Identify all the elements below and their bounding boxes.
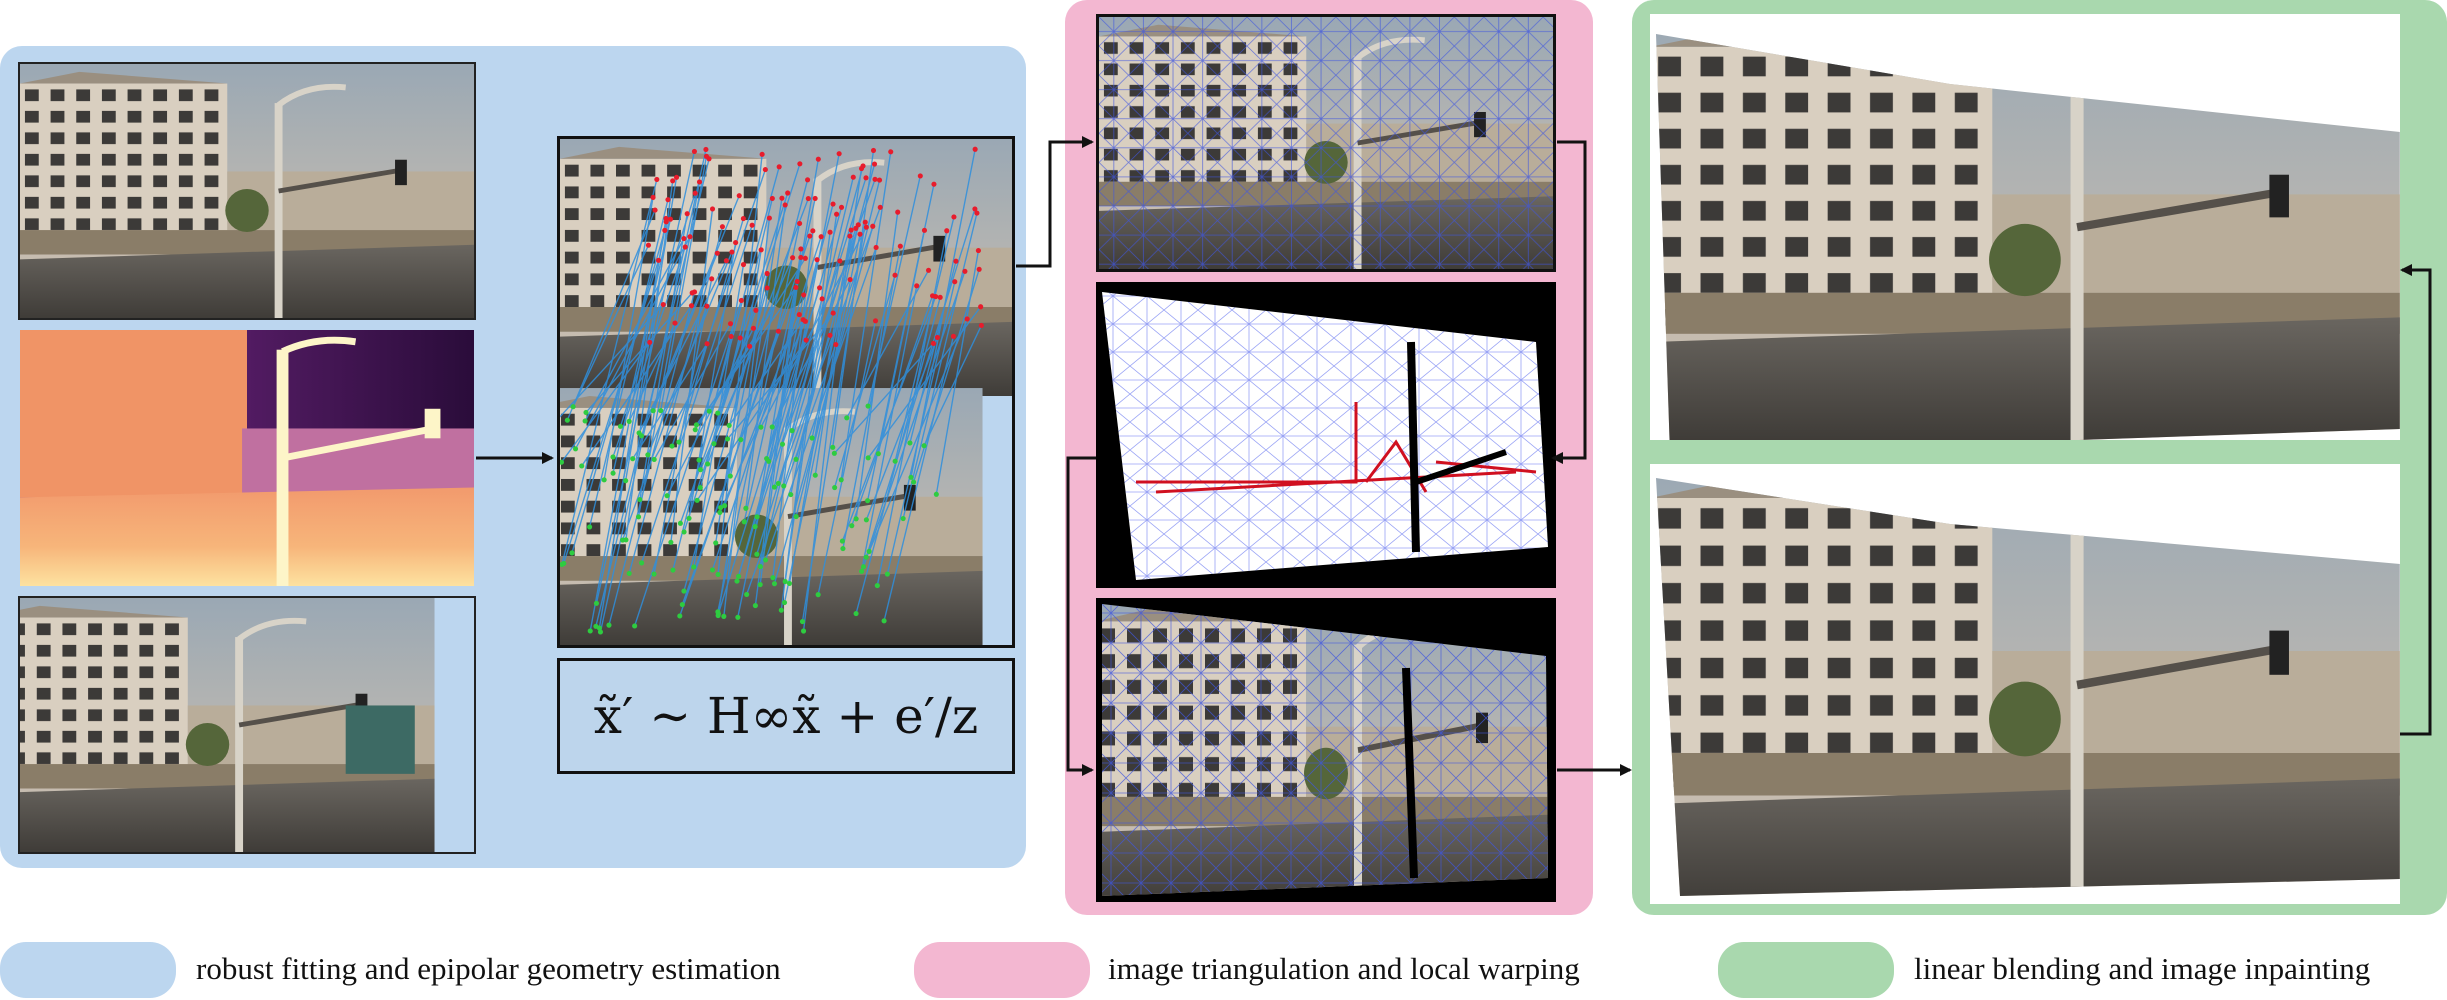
legend-label-pink: image triangulation and local warping: [1108, 951, 1580, 986]
source-view-top: [18, 62, 476, 320]
warped-photo-image-icon: [1096, 598, 1556, 902]
inpainted-panorama-image-icon: [1650, 464, 2400, 904]
legend-swatch-green: [1718, 942, 1894, 998]
warped-photo-mesh: [1096, 598, 1556, 902]
depth-map: [18, 328, 476, 588]
legend-label-green: linear blending and image inpainting: [1914, 951, 2371, 986]
blended-panorama-image-icon: [1650, 14, 2400, 440]
street-scene-photo-icon: [20, 598, 474, 852]
mesh-overlay-image-icon: [1099, 17, 1553, 269]
epipolar-formula-box: x̃′ ∼ H∞x̃ + e′/z: [557, 658, 1015, 774]
legend-swatch-blue: [0, 942, 176, 998]
blended-result: [1650, 14, 2400, 440]
warped-mesh-image-icon: [1096, 282, 1556, 588]
triangulated-mesh-photo: [1096, 14, 1556, 272]
epipolar-formula: x̃′ ∼ H∞x̃ + e′/z: [593, 687, 979, 745]
legend-swatch-pink: [914, 942, 1090, 998]
feature-correspondences: [557, 136, 1015, 648]
warped-mesh: [1096, 282, 1556, 588]
street-scene-photo-icon: [20, 64, 474, 318]
depth-map-image-icon: [20, 330, 474, 586]
inpainted-result: [1650, 464, 2400, 904]
source-view-bottom: [18, 596, 476, 854]
legend-label-blue: robust fitting and epipolar geometry est…: [196, 951, 781, 986]
matched-keypoints-image-icon: [560, 139, 1012, 645]
